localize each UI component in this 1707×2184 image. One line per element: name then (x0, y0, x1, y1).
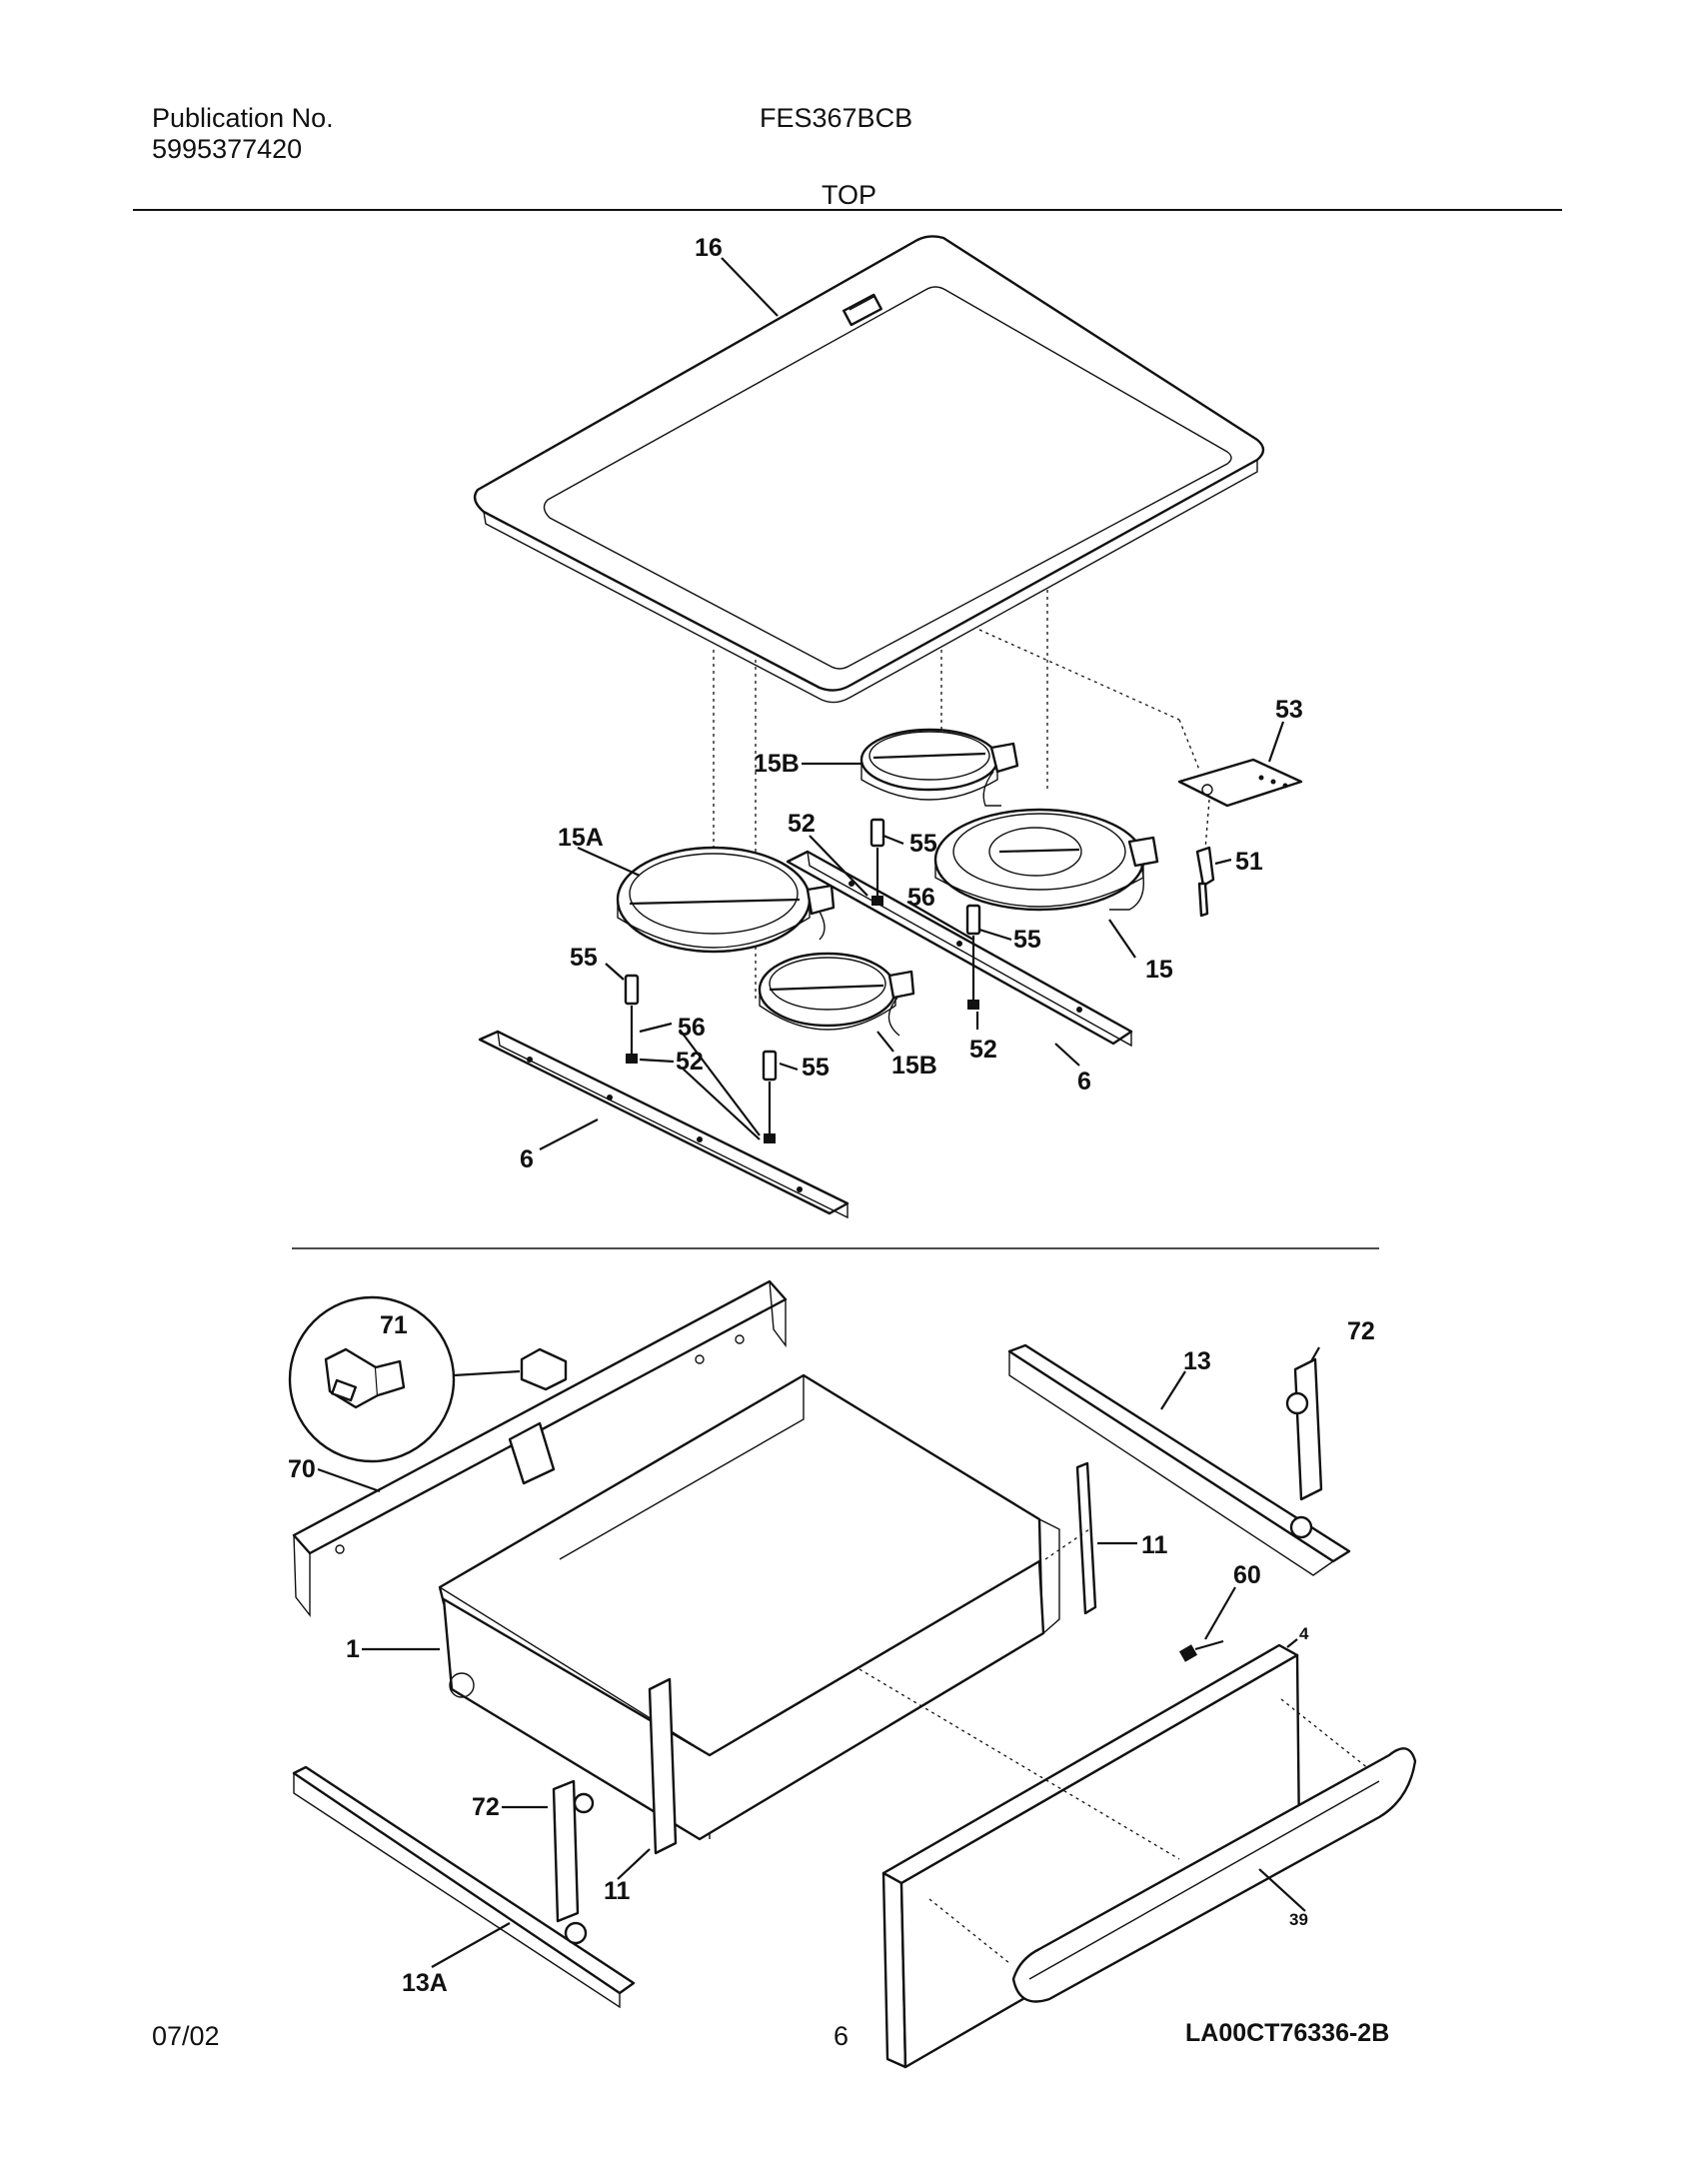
callout-56-top: 56 (907, 884, 935, 912)
callout-60: 60 (1233, 1561, 1261, 1589)
part-terminal-block (1177, 758, 1303, 808)
drawing-number: LA00CT76336-2B (1185, 2019, 1389, 2047)
part-side-rail-13 (1007, 1343, 1351, 1576)
callout-52-top: 52 (788, 810, 816, 838)
callout-13A: 13A (402, 1969, 448, 1997)
part-cooktop-top (473, 235, 1265, 704)
callout-11-left: 11 (604, 1877, 631, 1905)
section-title: TOP (822, 180, 877, 210)
callout-15: 15 (1145, 956, 1173, 984)
footer-date: 07/02 (152, 2021, 220, 2051)
header-rule (133, 209, 1562, 211)
callout-56-left: 56 (678, 1014, 706, 1042)
part-drawer-front-4 (858, 1643, 1380, 2069)
leader-lines (317, 257, 1320, 1968)
callout-15A: 15A (558, 824, 604, 852)
part-detail-bubble-71 (288, 1295, 568, 1463)
callout-15B-top: 15B (754, 750, 800, 778)
part-element-15B-lower (758, 952, 915, 1037)
publication-number: 5995377420 (152, 134, 303, 164)
callout-72-left: 72 (472, 1793, 500, 1821)
callout-4: 4 (1299, 1624, 1309, 1643)
part-drawer-handle-39 (1011, 1747, 1417, 2003)
part-roller-bracket-right (1285, 1357, 1323, 1501)
part-fasteners (624, 818, 981, 1143)
part-screw-60 (1178, 1639, 1224, 1662)
part-element-15A (616, 846, 836, 954)
callout-6-left: 6 (520, 1145, 534, 1173)
assembly-guide-lines (713, 590, 1210, 1000)
part-support-bracket-left (478, 1030, 850, 1219)
callout-72-right: 72 (1347, 1317, 1375, 1345)
callout-51: 51 (1235, 848, 1263, 876)
part-slide-bracket-left (552, 1677, 678, 1923)
callout-70: 70 (288, 1455, 316, 1483)
callout-53: 53 (1275, 696, 1303, 724)
publication-label: Publication No. (152, 103, 334, 133)
callout-55-right: 55 (1013, 926, 1041, 954)
page-number: 6 (834, 2021, 850, 2051)
callout-55-mid: 55 (802, 1054, 830, 1082)
callout-1: 1 (346, 1635, 360, 1663)
part-element-15B-upper (859, 728, 1019, 807)
callout-55-left: 55 (570, 944, 598, 972)
model-number: FES367BCB (760, 103, 913, 133)
callout-6-right: 6 (1077, 1068, 1091, 1095)
callout-52-right: 52 (969, 1036, 997, 1064)
part-drawer-rail-70 (292, 1279, 788, 1618)
callout-52-left: 52 (676, 1048, 704, 1076)
callout-39: 39 (1289, 1910, 1308, 1929)
part-slide-bracket-right (1044, 1461, 1097, 1615)
callout-71: 71 (380, 1311, 408, 1339)
callout-16: 16 (695, 234, 723, 262)
callout-55-top: 55 (909, 830, 937, 858)
part-drawer-box-1 (438, 1373, 1060, 1841)
part-element-15 (933, 808, 1159, 912)
part-side-rail-13A (292, 1765, 636, 2009)
part-connector-51 (1195, 846, 1215, 918)
callout-15B-bottom: 15B (891, 1052, 937, 1080)
callout-13: 13 (1183, 1347, 1211, 1375)
callout-11-right: 11 (1141, 1531, 1168, 1559)
